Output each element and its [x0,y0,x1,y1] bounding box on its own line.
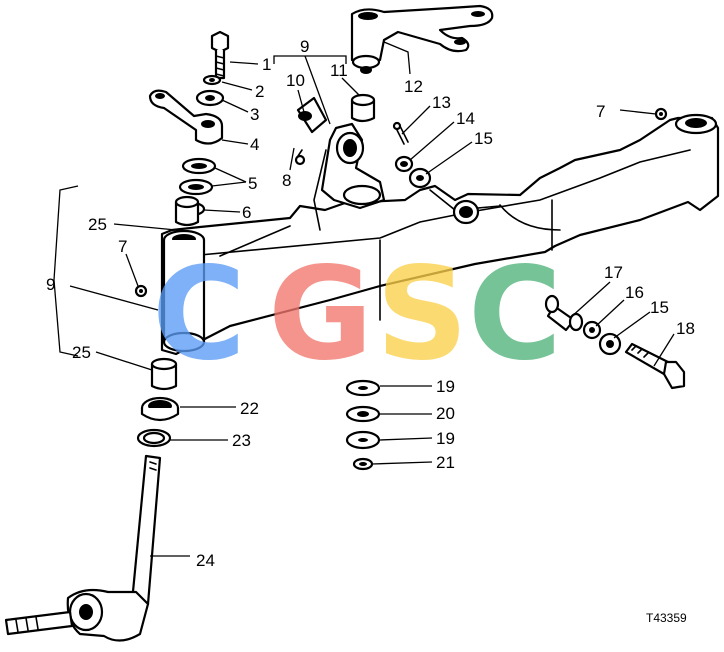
callout-1: 1 [262,55,271,74]
callouts: 1 2 3 4 5 6 7 7 8 9 9 10 11 12 13 14 15 … [46,37,695,570]
watermark-letter-s: S [376,240,468,389]
bushing-11 [350,93,376,123]
callout-5: 5 [248,174,257,193]
callout-2: 2 [255,82,264,101]
callout-20: 20 [436,404,455,423]
grease-fitting-8 [294,149,306,166]
callout-7-left: 7 [118,237,127,256]
callout-24: 24 [196,551,215,570]
seal-23 [136,428,172,448]
bolt-18 [624,342,686,390]
callout-3: 3 [250,105,259,124]
bolt-1 [210,30,230,80]
washer-2 [202,74,222,86]
washer-3 [195,89,225,107]
callout-10: 10 [286,71,305,90]
callout-15-lower: 15 [650,298,669,317]
bearing-22 [140,396,180,422]
callout-12: 12 [404,77,423,96]
washer-19-lower [345,430,381,450]
bushing-25-upper [174,195,200,227]
pin-17 [544,294,584,332]
callout-21: 21 [436,453,455,472]
callout-16: 16 [625,283,644,302]
callout-8: 8 [282,171,291,190]
callout-11: 11 [330,61,348,80]
callout-18: 18 [676,319,695,338]
callout-9-left: 9 [46,275,55,294]
nut-14 [394,155,414,173]
leader-lines [53,41,675,557]
callout-9-upper: 9 [300,37,309,56]
washer-19-upper [345,379,381,397]
callout-7-right: 7 [596,102,605,121]
steering-arm-4 [148,89,224,145]
figure-reference: T43359 [646,611,687,625]
shims-5 [178,157,217,196]
callout-17: 17 [604,263,623,282]
cotter-pin [392,121,409,145]
callout-15-upper: 15 [474,129,493,148]
washer-15-lower [598,332,622,356]
callout-19-upper: 19 [436,377,455,396]
watermark-logo: C G S C [152,240,562,389]
watermark-letter-g: G [268,240,373,389]
callout-4: 4 [250,135,259,154]
nut-21 [352,457,374,471]
callout-22: 22 [240,399,259,418]
watermark-letter-c1: C [152,240,246,389]
steering-arm-upper [350,4,494,74]
bushing-10 [296,96,328,134]
callout-25-upper: 25 [88,215,107,234]
washer-15-upper [408,167,432,189]
spindle-24 [4,454,162,642]
callout-23: 23 [232,431,251,450]
callout-25-lower: 25 [72,343,91,362]
callout-14: 14 [456,109,475,128]
callout-19-lower: 19 [436,429,455,448]
washer-20 [345,405,381,423]
bushing-25-lower [150,357,178,391]
pivot-bracket [313,122,386,231]
grease-fitting-7-right [654,107,668,121]
callout-13: 13 [432,93,451,112]
axle-beam [160,113,720,356]
callout-6: 6 [242,203,251,222]
grease-fitting-7-left [134,284,148,298]
watermark-letter-c2: C [468,240,562,389]
